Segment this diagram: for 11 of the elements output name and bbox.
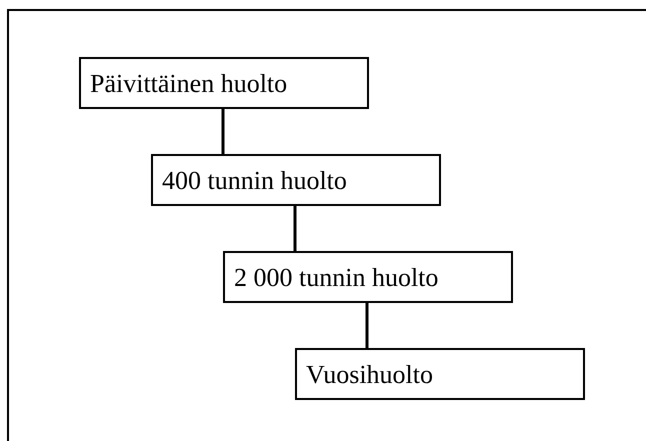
process-box xyxy=(223,251,513,303)
process-box xyxy=(295,348,585,400)
connector-line xyxy=(294,206,296,251)
process-box xyxy=(151,154,441,206)
process-box xyxy=(79,57,369,109)
connector-line xyxy=(366,303,368,348)
connector-line xyxy=(222,109,224,154)
box-label: Vuosihuolto xyxy=(306,360,434,390)
box-label: 400 tunnin huolto xyxy=(162,166,348,196)
box-label: Päivittäinen huolto xyxy=(90,69,288,99)
box-label: 2 000 tunnin huolto xyxy=(234,263,440,293)
